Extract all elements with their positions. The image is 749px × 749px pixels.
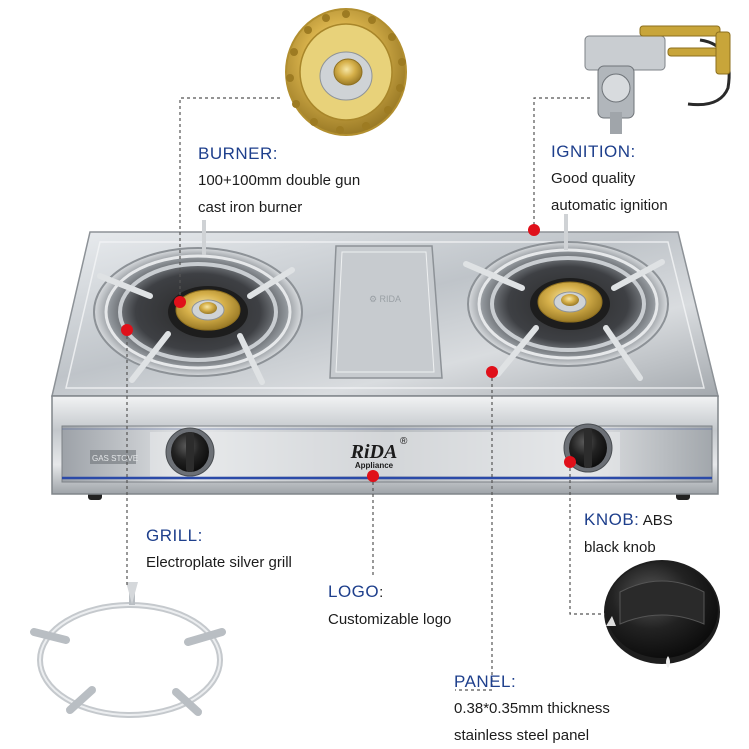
left-knob: [165, 427, 215, 477]
grill-title: GRILL:: [146, 526, 203, 545]
panel-title: PANEL:: [454, 672, 517, 691]
grill-line1: Electroplate silver grill: [146, 554, 292, 571]
panel-line1: 0.38*0.35mm thickness: [454, 700, 610, 717]
ignition-title: IGNITION:: [551, 142, 636, 161]
ignition-label: IGNITION: Good quality automatic ignitio…: [551, 138, 668, 219]
svg-text:RiDA: RiDA: [350, 441, 398, 463]
logo-line1: Customizable logo: [328, 611, 452, 628]
grill-label: GRILL: Electroplate silver grill: [146, 522, 292, 576]
burner-label: BURNER: 100+100mm double gun cast iron b…: [198, 140, 360, 221]
knob-title-suffix: ABS: [642, 512, 673, 529]
brand-logo: RiDA ® Appliance: [350, 436, 408, 470]
knob-title: KNOB:: [584, 510, 640, 529]
markers: [121, 224, 576, 482]
svg-text:⚙ RIDA: ⚙ RIDA: [369, 294, 401, 304]
ignition-valve-icon: [584, 25, 731, 134]
ignition-line1: Good quality: [551, 170, 636, 187]
burner-title: BURNER:: [198, 144, 279, 163]
leader-lines: [126, 97, 605, 691]
logo-colon: :: [379, 584, 384, 601]
right-knob: [563, 423, 613, 473]
burner-line1: 100+100mm double gun: [198, 172, 361, 189]
burner-line2: cast iron burner: [198, 199, 303, 216]
knob-line1: black knob: [584, 539, 656, 556]
svg-text:®: ®: [400, 436, 408, 447]
burner-cap-icon: [285, 8, 407, 136]
panel-line2: stainless steel panel: [454, 727, 590, 744]
knob-label: KNOB: ABS black knob: [584, 506, 673, 561]
logo-title: LOGO: [328, 582, 380, 601]
logo-label: LOGO: Customizable logo: [328, 578, 451, 633]
grill-ring-icon: [30, 582, 226, 718]
panel-label: PANEL: 0.38*0.35mm thickness stainless s…: [454, 668, 610, 749]
svg-text:GAS STOVE: GAS STOVE: [92, 454, 138, 463]
gas-stove: ⚙ RIDA GAS STOVE: [51, 214, 719, 500]
knob-icon: [604, 560, 720, 668]
ignition-line2: automatic ignition: [551, 197, 668, 214]
svg-text:Appliance: Appliance: [355, 461, 394, 470]
